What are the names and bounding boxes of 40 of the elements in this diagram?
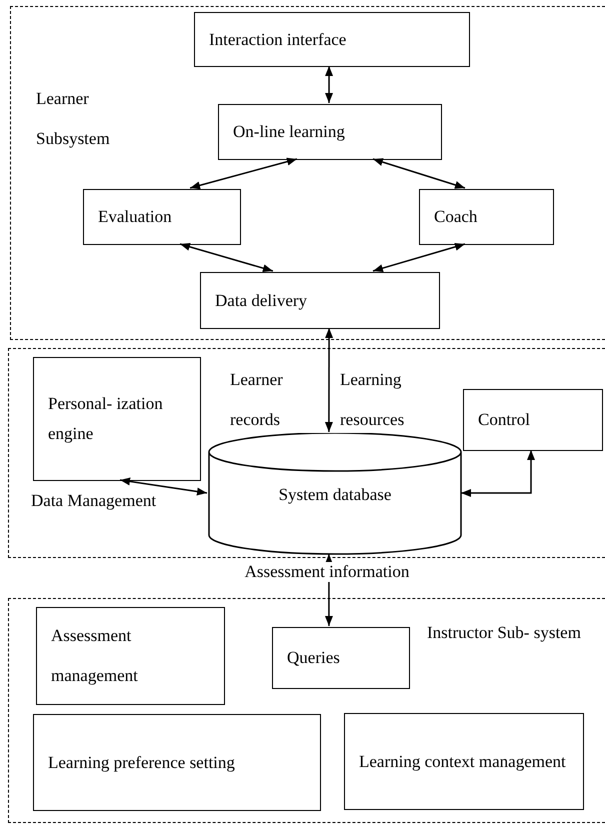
node-label: Interaction interface <box>209 28 348 50</box>
node-label: Learning context management <box>359 750 567 773</box>
arrow <box>120 478 208 496</box>
process-box <box>200 272 440 329</box>
process-box <box>194 12 470 67</box>
node-label: Evaluation <box>98 206 173 228</box>
node-label: Data delivery <box>215 290 308 312</box>
process-box <box>463 389 603 451</box>
process-box <box>33 714 321 811</box>
node-label: On-line learning <box>233 121 346 143</box>
node-label: Coach <box>434 206 478 228</box>
process-box <box>36 607 225 705</box>
dashed-region <box>10 6 605 340</box>
arrow <box>372 158 466 189</box>
region-label: Data Management <box>31 490 158 512</box>
node-label: Queries <box>287 647 341 669</box>
process-box <box>419 189 554 245</box>
node-label: Assessment management <box>51 625 139 687</box>
process-box <box>344 713 584 810</box>
node-label: Control <box>478 409 531 431</box>
dashed-region <box>8 598 605 823</box>
node-label: Personal- ization engine <box>48 393 164 445</box>
process-box <box>33 357 201 481</box>
process-box <box>83 189 241 245</box>
region-label: Learner Subsystem <box>36 88 111 150</box>
arrow <box>372 242 466 272</box>
node-label: Learning preference setting <box>48 752 236 774</box>
arrow <box>180 242 274 272</box>
arrow <box>324 328 334 432</box>
edge-label: Assessment information <box>242 562 412 582</box>
dashed-region <box>8 348 605 558</box>
annotation-text: Learning resources <box>340 369 406 431</box>
process-box <box>272 627 410 689</box>
process-box <box>218 104 442 160</box>
arrow <box>461 450 536 497</box>
annotation-text: Learner records <box>230 369 284 431</box>
arrow <box>325 66 334 103</box>
node-label: System database <box>278 484 392 506</box>
arrow <box>190 158 298 190</box>
region-label: Instructor Sub- system <box>427 622 582 644</box>
